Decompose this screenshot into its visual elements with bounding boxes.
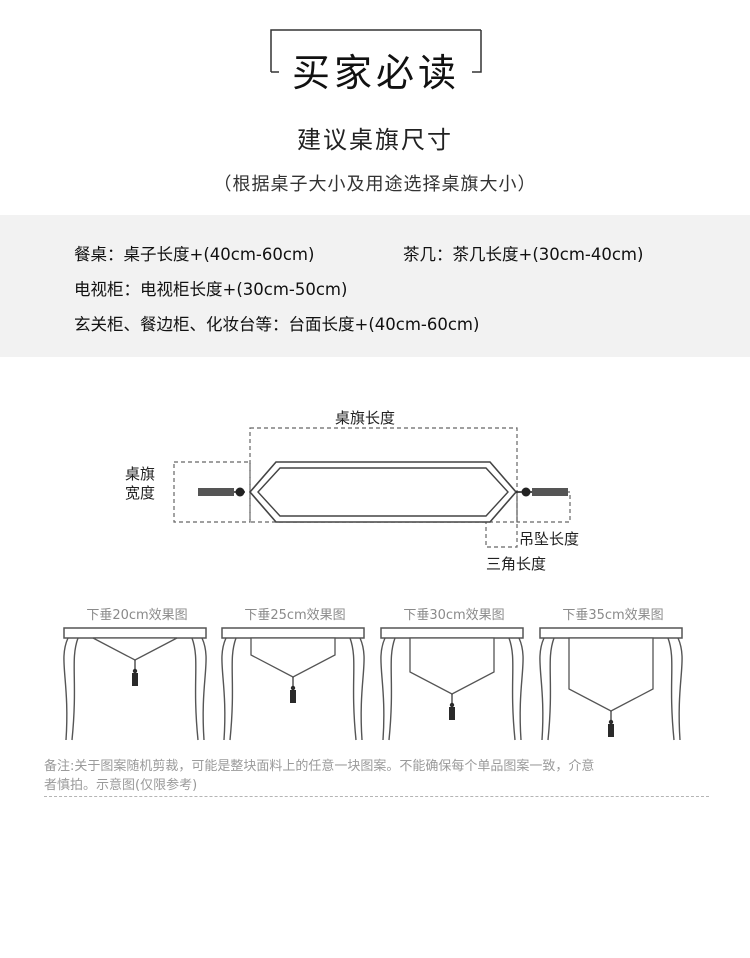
drop-label-20: 下垂20cm效果图	[86, 608, 188, 623]
table-leg	[547, 637, 555, 741]
tassel	[132, 673, 138, 686]
left-tassel	[198, 488, 234, 496]
title-frame: 买家必读	[265, 28, 487, 98]
table-leg	[229, 637, 237, 741]
spec-tea-table: 茶几：茶几长度+(30cm-40cm)	[403, 245, 644, 264]
drop-label-25: 下垂25cm效果图	[244, 608, 346, 623]
table-leg	[508, 637, 516, 741]
tassel	[608, 724, 614, 737]
table-leg	[359, 637, 365, 741]
tassel-bead	[608, 719, 614, 725]
tabletop	[539, 627, 683, 639]
table-leg	[71, 637, 79, 741]
table-leg	[349, 637, 357, 741]
tassel-bead	[132, 668, 138, 674]
pendant-guide-box	[516, 491, 571, 523]
table-leg	[667, 637, 675, 741]
dashed-divider	[44, 796, 709, 797]
size-spec-band	[0, 215, 750, 357]
length-guide-box	[249, 427, 518, 523]
page-title: 买家必读	[291, 51, 460, 95]
runner-drop	[92, 637, 178, 661]
section-subnote: （根据桌子大小及用途选择桌旗大小）	[213, 174, 537, 195]
table-leg	[388, 637, 396, 741]
width-label-line1: 桌旗	[125, 465, 156, 483]
table-leg	[677, 637, 683, 741]
spec-dining: 餐桌：桌子长度+(40cm-60cm)	[74, 245, 315, 264]
tabletop	[221, 627, 365, 639]
table-leg	[380, 637, 386, 741]
runner-drop	[568, 637, 654, 712]
triangle-length-label: 三角长度	[486, 555, 547, 573]
note-line-1: 备注:关于图案随机剪裁，可能是整块面料上的任意一块图案。不能确保每个单品图案一致…	[44, 759, 595, 774]
runner-inner-border	[257, 467, 509, 517]
table-leg	[191, 637, 199, 741]
tassel	[290, 690, 296, 703]
pendant-length-label: 吊坠长度	[519, 530, 580, 548]
tabletop	[380, 627, 524, 639]
runner-drop	[250, 637, 336, 678]
runner-outline	[248, 461, 518, 523]
drop-label-30: 下垂30cm效果图	[403, 608, 505, 623]
table-leg	[63, 637, 69, 741]
title-bracket-frame	[270, 29, 482, 73]
spec-entry-cabinet: 玄关柜、餐边柜、化妆台等：台面长度+(40cm-60cm)	[74, 315, 480, 334]
table-leg	[539, 637, 545, 741]
tassel	[449, 707, 455, 720]
runner-drop	[409, 637, 495, 695]
tabletop	[63, 627, 207, 639]
section-subtitle: 建议桌旗尺寸	[297, 126, 453, 154]
tassel-bead	[449, 702, 455, 708]
length-label: 桌旗长度	[335, 409, 396, 427]
width-label-line2: 宽度	[125, 484, 156, 502]
drop-effect-tables	[63, 627, 683, 741]
spec-tv-cabinet: 电视柜：电视柜长度+(30cm-50cm)	[74, 280, 348, 299]
table-leg	[221, 637, 227, 741]
right-tassel	[532, 488, 568, 496]
note-line-2: 者慎拍。示意图(仅限参考)	[44, 778, 198, 793]
runner-dimension-diagram	[173, 427, 571, 548]
drop-label-35: 下垂35cm效果图	[562, 608, 664, 623]
table-leg	[518, 637, 524, 741]
tassel-bead	[290, 685, 296, 691]
table-leg	[201, 637, 207, 741]
